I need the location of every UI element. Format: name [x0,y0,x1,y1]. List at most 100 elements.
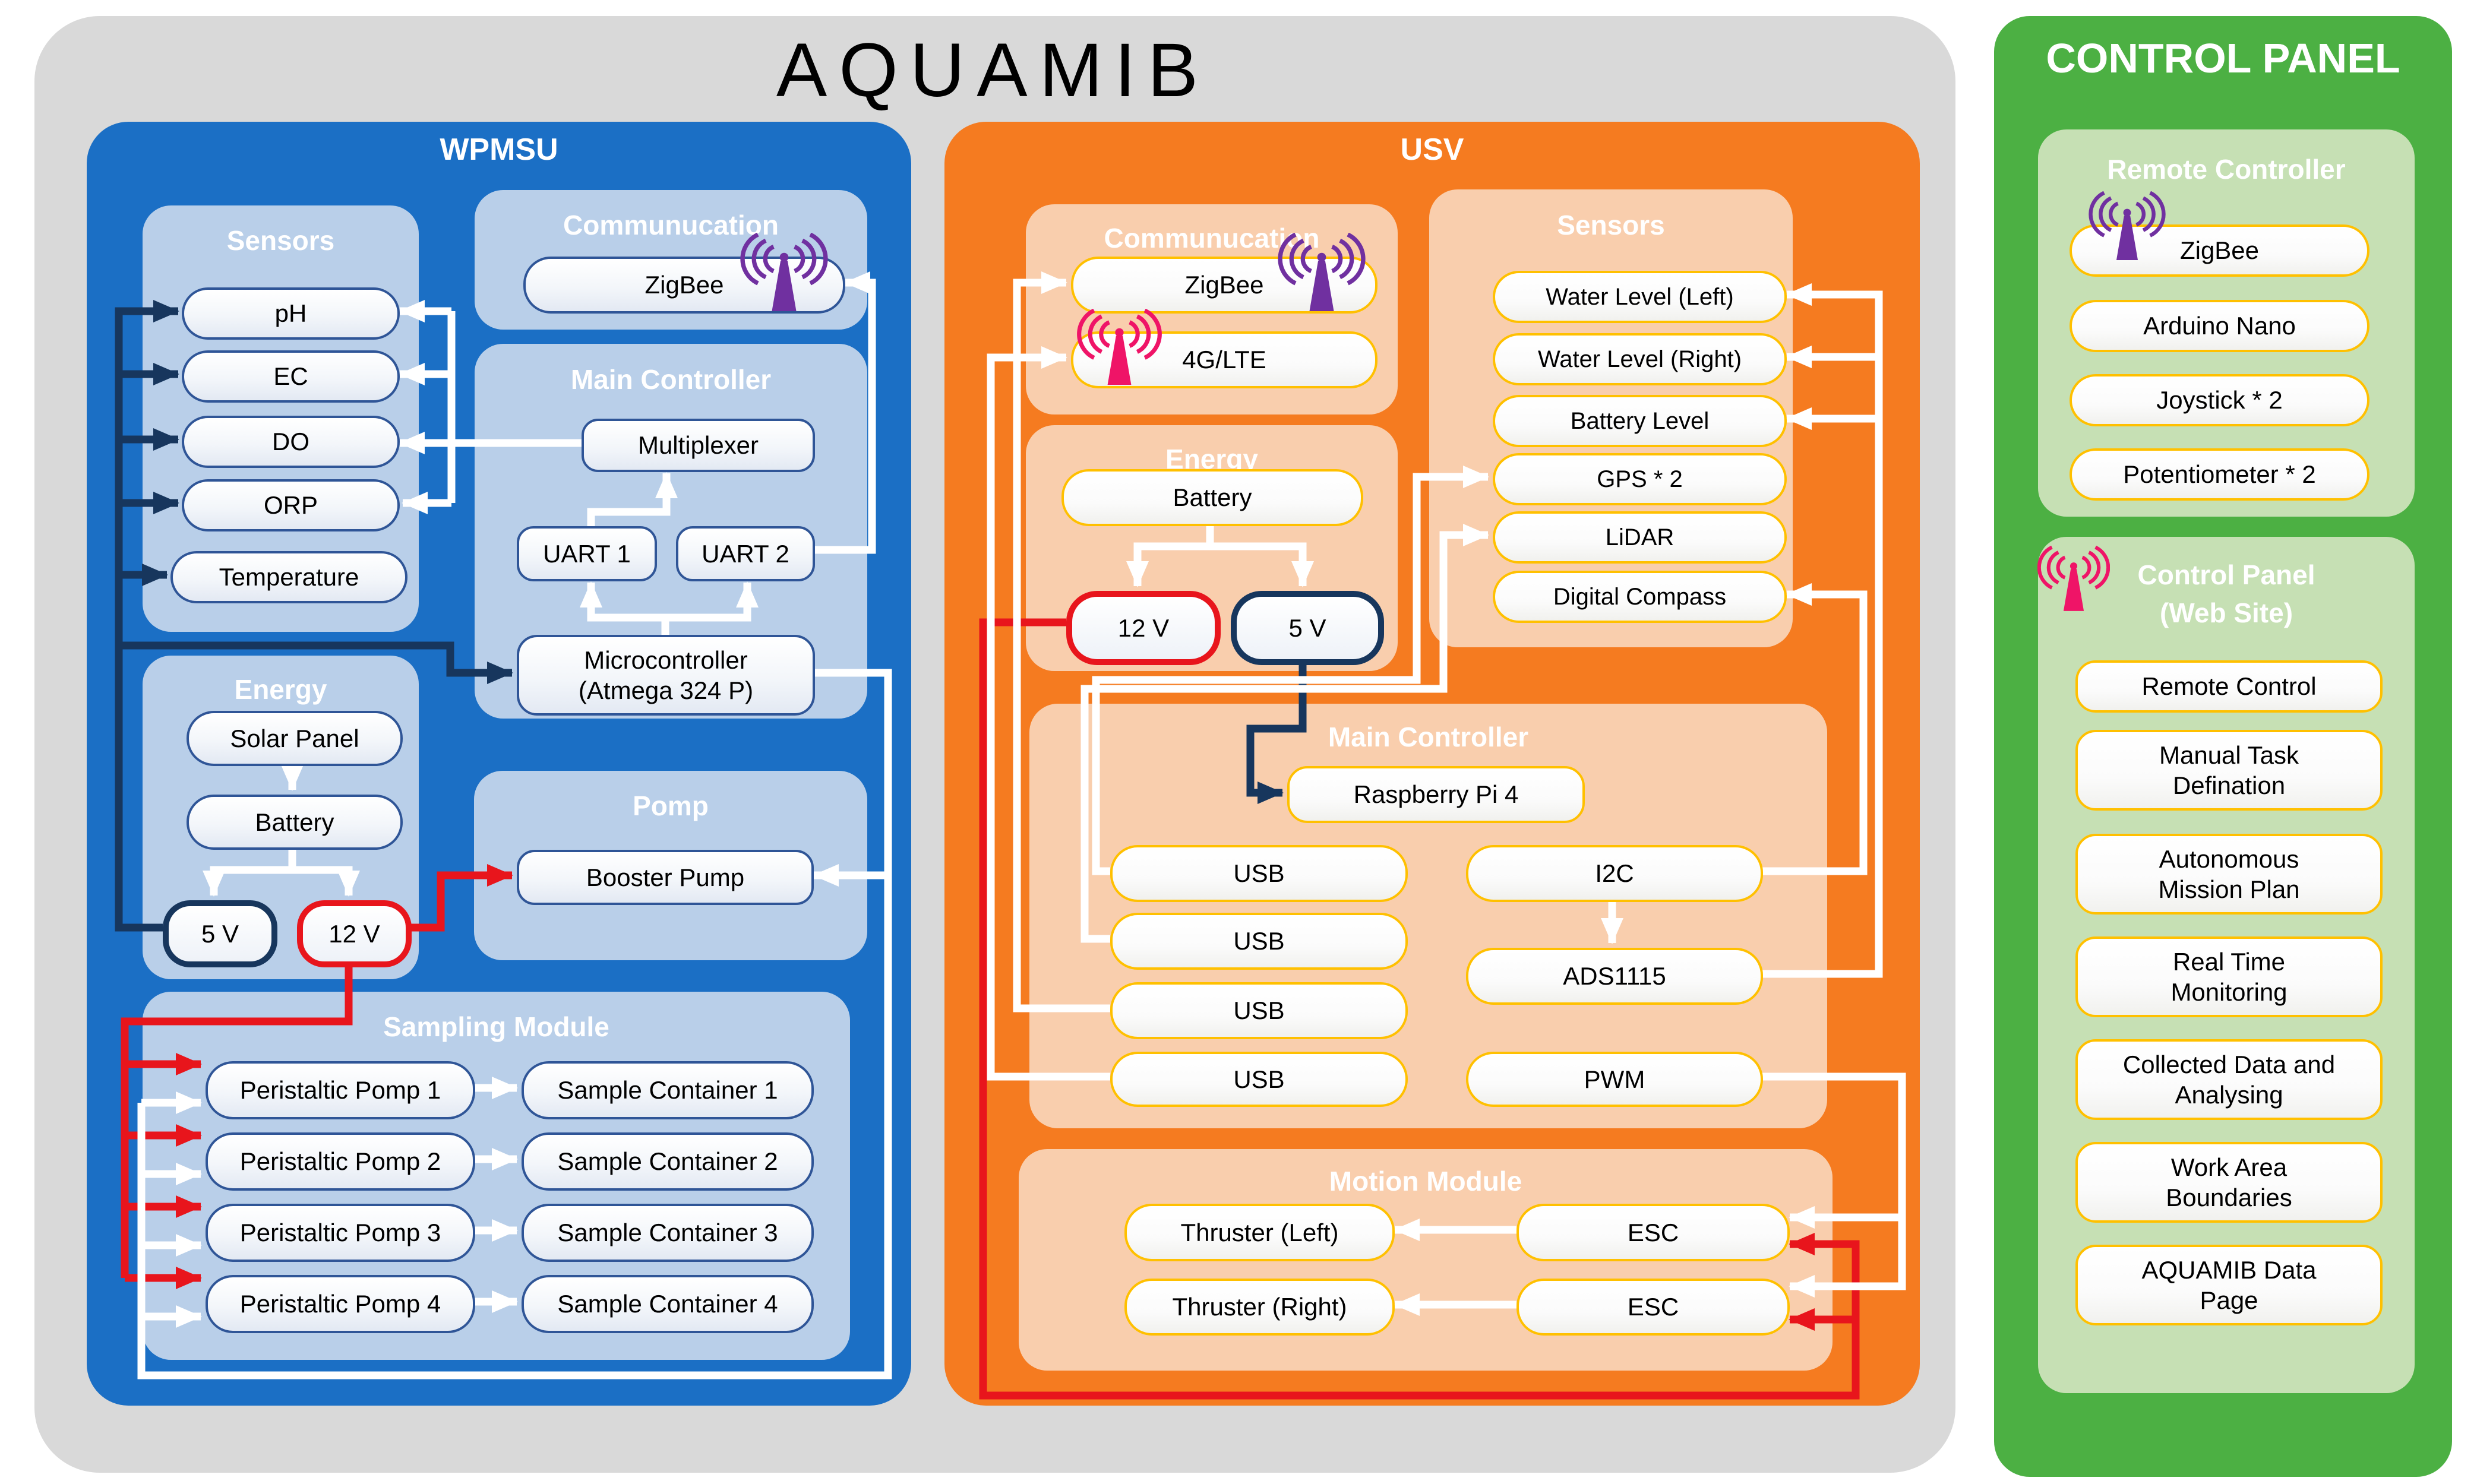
sample-container-3-box: Sample Container 3 [522,1204,814,1262]
joystick-box: Joystick * 2 [2070,374,2369,426]
digital-compass-box: Digital Compass [1493,571,1787,623]
thruster-right-box: Thruster (Right) [1124,1279,1395,1336]
usb3-box: USB [1110,982,1408,1039]
ec-sensor-box: EC [182,350,400,403]
do-sensor-box: DO [182,416,400,468]
sampling-module-title: Sampling Module [383,1011,609,1042]
usv-sensors-title: Sensors [1557,210,1665,241]
pwm-box: PWM [1466,1052,1763,1107]
i2c-box: I2C [1466,845,1763,902]
connector-white [987,346,1110,1081]
usv-title: USV [1400,132,1464,167]
real-time-monitoring-box: Real Time Monitoring [2075,936,2383,1017]
gps-box: GPS * 2 [1493,453,1787,505]
wpmsu-main-controller-title: Main Controller [570,364,772,395]
usv-zigbee-box: ZigBee [1071,257,1377,314]
battery-level-box: Battery Level [1493,395,1787,447]
usb2-box: USB [1110,913,1408,970]
aquamib-data-page-box: AQUAMIB Data Page [2075,1245,2383,1325]
microcontroller-line2: (Atmega 324 P) [578,676,754,704]
esc-top-box: ESC [1516,1204,1790,1261]
wpmsu-zigbee-antenna-icon [740,233,828,311]
connector-navy [1246,653,1307,804]
web-site-antenna-icon [2037,545,2110,611]
usv-5v-box: 5 V [1231,591,1384,665]
connector-white [1092,466,1489,875]
wpmsu-title: WPMSU [440,132,558,167]
connector-navy [119,641,513,684]
connector-red [121,955,353,1075]
microcontroller-box: Microcontroller (Atmega 324 P) [517,635,815,716]
connector-white [587,472,678,526]
sample-container-4-box: Sample Container 4 [522,1275,814,1333]
connector-white [1126,521,1214,587]
connector-white [811,271,876,554]
connector-white [288,845,360,897]
usv-battery-box: Battery [1061,469,1363,526]
wpmsu-sensors-title: Sensors [226,225,335,256]
lidar-box: LiDAR [1493,511,1787,564]
temperature-sensor-box: Temperature [170,551,407,603]
autonomous-mission-plan-box: Autonomous Mission Plan [2075,834,2383,915]
usb1-box: USB [1110,845,1408,902]
booster-pump-box: Booster Pump [517,850,814,905]
connector-red [979,618,1860,1400]
sample-container-2-box: Sample Container 2 [522,1132,814,1191]
peristaltic-pomp-1-box: Peristaltic Pomp 1 [206,1061,475,1119]
control-panel-title: CONTROL PANEL [2046,35,2400,81]
uart2-box: UART 2 [676,526,815,581]
multiplexer-box: Multiplexer [582,419,815,472]
connector-white [1758,283,1883,978]
arduino-nano-box: Arduino Nano [2070,300,2369,352]
wpmsu-communication-title: Communucation [563,210,779,241]
work-area-boundaries-box: Work Area Boundaries [2075,1142,2383,1223]
connector-white [1013,271,1110,1012]
wpmsu-energy-title: Energy [234,674,327,705]
rc-zigbee-box: ZigBee [2070,224,2369,277]
wpmsu-12v-box: 12 V [297,900,412,967]
connector-white [661,581,759,635]
water-level-left-box: Water Level (Left) [1493,271,1787,323]
sample-container-1-box: Sample Container 1 [522,1061,814,1119]
usv-zigbee-antenna-icon [1278,233,1366,311]
page-title: AQUAMIB [776,28,1211,113]
remote-controller-title: Remote Controller [2107,154,2346,185]
ph-sensor-box: pH [182,287,400,340]
wpmsu-battery-box: Battery [187,795,403,850]
connector-white [1758,1072,1906,1229]
remote-control-box: Remote Control [2075,660,2383,713]
water-level-right-box: Water Level (Right) [1493,333,1787,385]
pomp-title: Pomp [633,790,709,821]
wpmsu-5v-box: 5 V [163,900,277,967]
microcontroller-line1: Microcontroller [584,646,748,674]
connector-red [400,864,513,932]
manual-task-defination-box: Manual Task Defination [2075,730,2383,811]
collected-data-analysing-box: Collected Data and Analysing [2075,1039,2383,1120]
motion-module-title: Motion Module [1329,1166,1522,1197]
connector-white [580,581,669,635]
usb4-box: USB [1110,1052,1408,1107]
rc-zigbee-antenna-icon [2089,191,2166,260]
orp-sensor-box: ORP [182,479,400,531]
usv-4glte-antenna-icon [1077,309,1162,385]
thruster-left-box: Thruster (Left) [1124,1204,1395,1261]
ads1115-box: ADS1115 [1466,948,1763,1005]
connector-white [137,669,892,1379]
solar-panel-box: Solar Panel [187,711,403,766]
connector-white [1080,524,1489,943]
connector-white [203,845,296,897]
peristaltic-pomp-4-box: Peristaltic Pomp 4 [206,1275,475,1333]
connector-white [1758,583,1868,875]
usv-12v-box: 12 V [1066,591,1221,665]
raspberry-pi-box: Raspberry Pi 4 [1287,766,1585,823]
usv-main-controller-title: Main Controller [1328,722,1529,752]
peristaltic-pomp-3-box: Peristaltic Pomp 3 [206,1204,475,1262]
web-site-title: Control Panel (Web Site) [2137,559,2315,629]
uart1-box: UART 1 [517,526,657,581]
esc-bottom-box: ESC [1516,1279,1790,1336]
peristaltic-pomp-2-box: Peristaltic Pomp 2 [206,1132,475,1191]
connector-navy [115,300,179,932]
connector-white [1206,521,1314,587]
